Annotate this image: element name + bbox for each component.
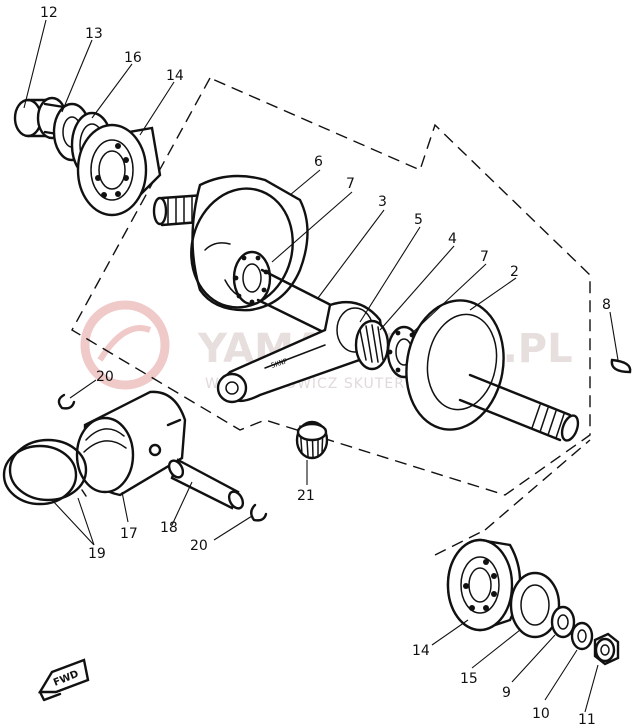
callout-3: 3 — [378, 194, 387, 210]
callout-5: 5 — [414, 212, 423, 228]
callout-20-lower: 20 — [190, 538, 208, 554]
callout-18: 18 — [160, 520, 178, 536]
callout-12: 12 — [40, 5, 58, 21]
nut-11 — [593, 632, 620, 666]
crank-half-6 — [152, 174, 309, 312]
callout-7-right: 7 — [480, 249, 489, 265]
piston-clip-20-lower — [250, 503, 268, 522]
piston-rings-19 — [2, 438, 88, 506]
callout-10: 10 — [532, 706, 550, 722]
oil-seal-15 — [509, 571, 561, 639]
callout-7-left: 7 — [346, 176, 355, 192]
callout-labels: 12 13 16 14 6 7 3 5 4 7 2 8 20 21 17 18 … — [40, 5, 611, 725]
watermark-logo-icon — [80, 300, 170, 390]
callout-9: 9 — [502, 685, 511, 701]
callout-13: 13 — [85, 26, 103, 42]
callout-19: 19 — [88, 546, 106, 562]
callout-14-bottom: 14 — [412, 643, 430, 659]
thrust-washer-7a — [232, 250, 272, 306]
callout-15: 15 — [460, 671, 478, 687]
small-end-bearing-21 — [295, 420, 329, 460]
callout-21: 21 — [297, 488, 315, 504]
lock-washer-10 — [570, 621, 594, 651]
crank-half-2 — [405, 299, 580, 442]
callout-11: 11 — [578, 712, 596, 725]
callout-6: 6 — [314, 154, 323, 170]
piston-17 — [75, 390, 187, 497]
bearing-14-upper — [76, 123, 162, 217]
piston-pin-18 — [167, 458, 245, 510]
leader-lines — [23, 19, 619, 713]
piston-clip-20-upper — [57, 393, 76, 410]
connecting-rod: 5KNP — [216, 300, 383, 404]
needle-bearing-5 — [354, 319, 390, 371]
callout-17: 17 — [120, 526, 138, 542]
callout-16: 16 — [124, 50, 142, 66]
assembly-outline — [71, 77, 591, 556]
callout-8: 8 — [602, 297, 611, 313]
callout-2: 2 — [510, 264, 519, 280]
woodruff-key-8 — [610, 358, 632, 374]
callout-4: 4 — [448, 231, 457, 247]
callout-20-upper: 20 — [96, 369, 114, 385]
callout-14-top: 14 — [166, 68, 184, 84]
washer-9 — [550, 605, 576, 639]
bearing-14-lower — [446, 538, 522, 632]
forward-direction-badge: FWD — [37, 658, 90, 702]
